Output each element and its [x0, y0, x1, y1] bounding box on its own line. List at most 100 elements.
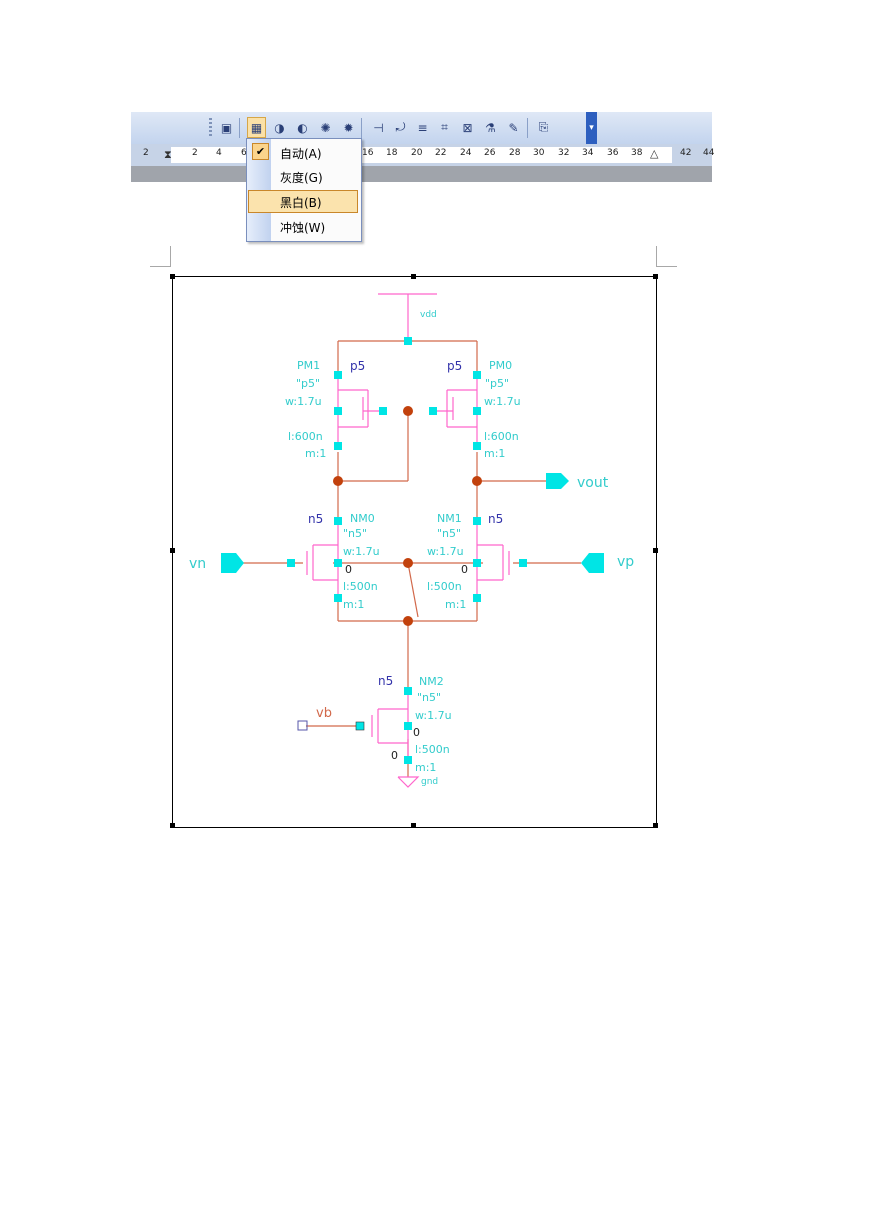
device-model: "n5" — [437, 527, 461, 540]
bulk-label: 0 — [345, 563, 352, 576]
schematic-canvas: vdd vout vn vp gnd PM1 "p5" w:1.7u l:600… — [189, 293, 634, 788]
color-dropdown-menu: ✔ 自动(A) 灰度(G) 黑白(B) 冲蚀(W) — [246, 138, 362, 242]
ruler-number: 26 — [484, 148, 496, 158]
device-model: "p5" — [485, 377, 509, 390]
right-indent-icon[interactable]: △ — [650, 147, 659, 160]
device-symbols — [306, 293, 510, 788]
crop-mark — [656, 266, 677, 267]
device-length: l:500n — [343, 580, 378, 593]
device-mult: m:1 — [305, 447, 326, 460]
insert-picture-icon[interactable]: ▣ — [220, 120, 233, 135]
more-contrast-icon[interactable]: ◑ — [274, 120, 285, 135]
menu-item-label: 黑白(B) — [280, 196, 322, 210]
device-length: l:500n — [427, 580, 462, 593]
picture-toolbar: ▣ ▦ ◑ ◐ ✺ ✹ ⊣ ⤾ ≡ ⌗ ⊠ ⚗ ✎ ⎘ ▾ — [131, 112, 712, 145]
device-name: PM0 — [489, 359, 512, 372]
ruler-number: 30 — [533, 148, 545, 158]
first-line-indent-icon[interactable]: ⧗ — [164, 148, 172, 161]
menu-item-black-white[interactable]: 黑白(B) — [248, 190, 358, 213]
resize-handle[interactable] — [170, 823, 175, 828]
device-mult: m:1 — [445, 598, 466, 611]
ruler-number: 16 — [362, 148, 374, 158]
resize-handle[interactable] — [653, 548, 658, 553]
resize-handle[interactable] — [653, 274, 658, 279]
ruler-number: 6 — [241, 148, 247, 158]
bulk-label: 0 — [391, 749, 398, 762]
resize-handle[interactable] — [411, 274, 416, 279]
resize-handle[interactable] — [411, 823, 416, 828]
ruler-bottom-band — [131, 166, 712, 182]
crop-icon[interactable]: ⊣ — [373, 120, 384, 135]
bulk-label: 0 — [461, 563, 468, 576]
device-name: NM1 — [437, 512, 462, 525]
ruler-number: 24 — [460, 148, 472, 158]
crop-mark — [150, 266, 171, 267]
ruler-number: 4 — [216, 148, 222, 158]
menu-item-grayscale[interactable]: 灰度(G) — [248, 165, 358, 188]
ruler-number: 18 — [386, 148, 398, 158]
ruler-number: 2 — [143, 148, 149, 158]
toolbar-grip[interactable] — [209, 118, 212, 138]
ruler-number: 42 — [680, 148, 692, 158]
bulk-label: 0 — [413, 726, 420, 739]
format-picture-icon[interactable]: ⚗ — [485, 120, 496, 135]
net-labels: vdd vout vn vp gnd PM1 "p5" w:1.7u l:600… — [189, 310, 634, 787]
device-width: w:1.7u — [427, 545, 464, 558]
menu-item-washout[interactable]: 冲蚀(W) — [248, 215, 358, 238]
resize-handle[interactable] — [170, 548, 175, 553]
ruler-number: 32 — [558, 148, 570, 158]
less-contrast-icon[interactable]: ◐ — [297, 120, 308, 135]
more-brightness-icon[interactable]: ✺ — [320, 120, 331, 135]
menu-item-automatic[interactable]: ✔ 自动(A) — [248, 141, 358, 164]
set-transparent-color-icon[interactable]: ✎ — [508, 120, 519, 135]
device-width: w:1.7u — [415, 709, 452, 722]
model-label: p5 — [447, 359, 462, 373]
device-width: w:1.7u — [343, 545, 380, 558]
junctions — [333, 406, 482, 626]
ruler-number: 28 — [509, 148, 521, 158]
overflow-icon[interactable]: ▾ — [586, 112, 597, 144]
vb-terminal — [297, 720, 308, 731]
net-label-vdd: vdd — [420, 310, 437, 320]
ruler-number: 44 — [703, 148, 715, 158]
device-mult: m:1 — [484, 447, 505, 460]
schematic-picture[interactable]: vdd vout vn vp gnd PM1 "p5" w:1.7u l:600… — [172, 276, 657, 828]
net-label-vn: vn — [189, 556, 206, 572]
horizontal-ruler[interactable]: 2 ⧗ 2 4 6 16 18 20 22 24 26 28 30 32 34 … — [131, 144, 715, 166]
menu-item-label: 灰度(G) — [280, 171, 323, 185]
device-mult: m:1 — [343, 598, 364, 611]
model-label: n5 — [308, 512, 323, 526]
model-labels: p5 p5 n5 n5 n5 — [308, 359, 503, 688]
resize-handle[interactable] — [653, 823, 658, 828]
net-label-vout: vout — [577, 475, 609, 491]
device-width: w:1.7u — [484, 395, 521, 408]
menu-item-label: 自动(A) — [280, 147, 322, 161]
device-width: w:1.7u — [285, 395, 322, 408]
device-model: "n5" — [343, 527, 367, 540]
model-label: n5 — [488, 512, 503, 526]
resize-handle[interactable] — [170, 274, 175, 279]
device-length: l:600n — [288, 430, 323, 443]
ruler-number: 20 — [411, 148, 423, 158]
checkmark-icon: ✔ — [252, 143, 269, 160]
ruler-number: 2 — [192, 148, 198, 158]
crop-mark — [170, 246, 171, 266]
color-icon[interactable]: ▦ — [247, 117, 266, 138]
reset-picture-icon[interactable]: ⎘ — [538, 120, 549, 134]
device-length: l:600n — [484, 430, 519, 443]
device-length: l:500n — [415, 743, 450, 756]
device-name: NM0 — [350, 512, 375, 525]
model-label: n5 — [378, 674, 393, 688]
text-wrap-icon[interactable]: ⊠ — [462, 120, 473, 135]
device-model: "p5" — [296, 377, 320, 390]
compress-icon[interactable]: ⌗ — [441, 120, 448, 134]
rotate-icon[interactable]: ⤾ — [395, 120, 406, 134]
crop-mark — [656, 246, 657, 266]
line-style-icon[interactable]: ≡ — [417, 120, 428, 135]
menu-item-label: 冲蚀(W) — [280, 221, 326, 235]
ruler-number: 22 — [435, 148, 447, 158]
less-brightness-icon[interactable]: ✹ — [343, 120, 354, 135]
device-model: "n5" — [417, 691, 441, 704]
ruler-number: 38 — [631, 148, 643, 158]
bulk-labels: 0 0 0 0 — [345, 563, 468, 762]
